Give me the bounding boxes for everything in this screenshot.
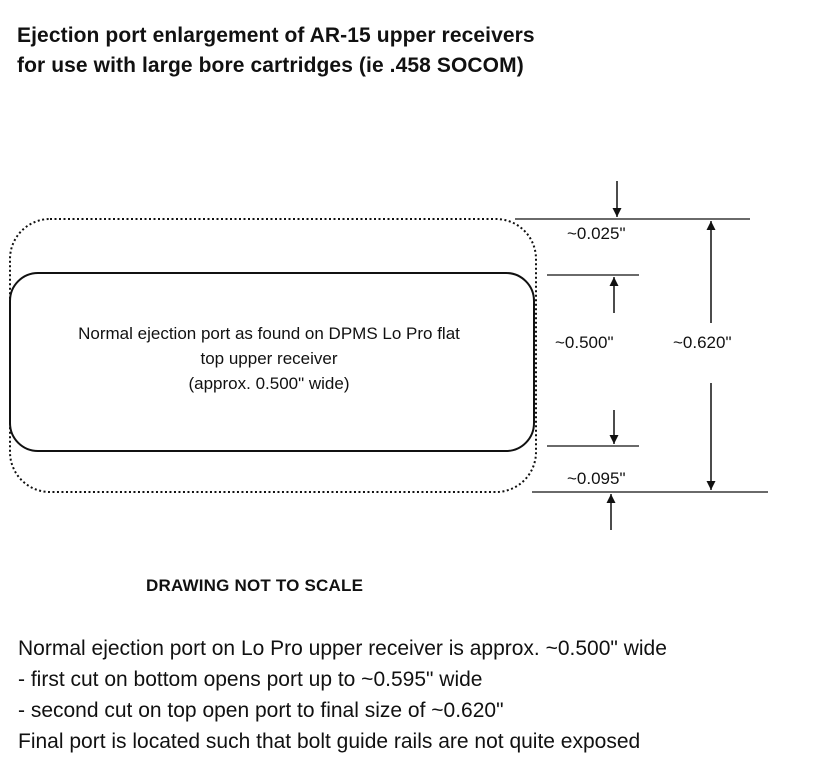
notes-list: Normal ejection port on Lo Pro upper rec… (18, 633, 667, 757)
title-line-1: Ejection port enlargement of AR-15 upper… (17, 24, 535, 47)
port-label-line-1: Normal ejection port as found on DPMS Lo… (78, 324, 460, 343)
normal-port-outline (9, 272, 535, 452)
diagram-title: Ejection port enlargement of AR-15 upper… (17, 21, 535, 81)
scale-note: DRAWING NOT TO SCALE (146, 576, 364, 595)
top-cut-dimension: ~0.025" (567, 224, 626, 243)
final-port-dimension: ~0.620" (673, 333, 732, 352)
note-item: - first cut on bottom opens port up to ~… (18, 668, 483, 691)
normal-port-label: Normal ejection port as found on DPMS Lo… (24, 321, 514, 396)
note-item: - second cut on top open port to final s… (18, 699, 504, 722)
normal-port-dimension: ~0.500" (555, 333, 614, 352)
note-item: Final port is located such that bolt gui… (18, 730, 641, 753)
note-item: Normal ejection port on Lo Pro upper rec… (18, 637, 667, 660)
title-line-2: for use with large bore cartridges (ie .… (17, 54, 524, 77)
port-label-line-2: top upper receiver (200, 349, 338, 368)
port-label-line-3: (approx. 0.500" wide) (188, 374, 350, 393)
bottom-cut-dimension: ~0.095" (567, 469, 626, 488)
